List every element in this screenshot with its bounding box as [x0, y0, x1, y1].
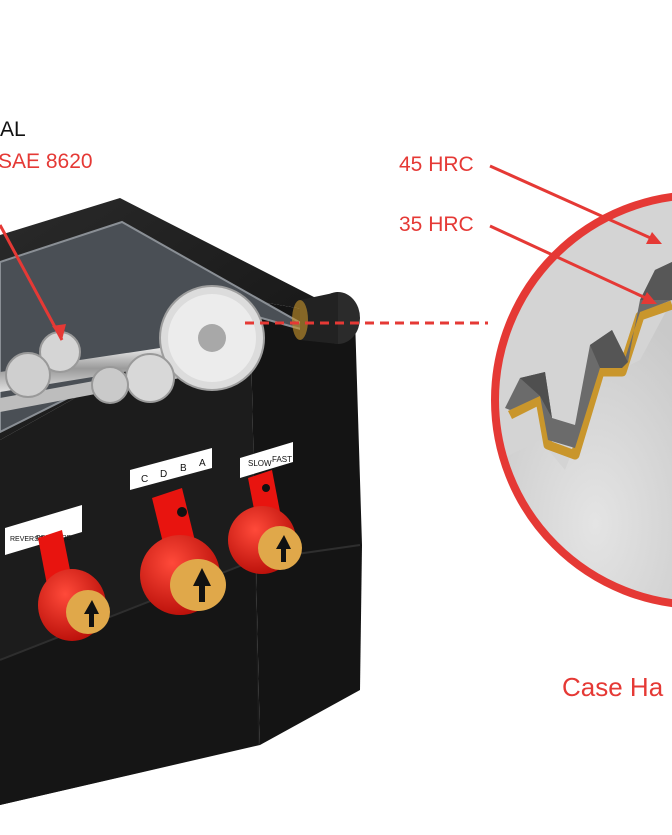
case-hardening-caption: Case Ha [562, 672, 664, 702]
direction-reverse: REVERSE [10, 536, 44, 543]
gearbox-body [0, 198, 362, 805]
arrow-up-icon [84, 600, 99, 627]
range-c: C [141, 474, 148, 485]
range-b: B [180, 463, 187, 474]
material-leader-line [0, 224, 64, 341]
arrow-up-icon [276, 535, 291, 562]
speed-selector-plate: SLOW FAST [240, 442, 293, 478]
surface-hardness-arrow [489, 164, 656, 242]
core-hardness-arrow [489, 224, 651, 302]
range-lever[interactable] [140, 488, 226, 615]
range-selector-plate: C D B A [130, 448, 212, 490]
zoom-detail [491, 192, 672, 608]
arrow-up-icon [193, 568, 211, 602]
internal-gears [0, 285, 360, 412]
range-a: A [199, 458, 206, 469]
range-d: D [160, 469, 167, 480]
speed-fast: FAST [272, 455, 292, 464]
speed-slow: SLOW [248, 459, 272, 468]
material-label: AL [0, 118, 26, 141]
surface-hardness-label: 45 HRC [399, 153, 474, 176]
speed-lever[interactable] [228, 470, 302, 574]
direction-lever[interactable] [38, 530, 110, 641]
steel-grade-label: SAE 8620 [0, 150, 93, 173]
hardness-leaders [489, 164, 662, 304]
core-hardness-label: 35 HRC [399, 213, 474, 236]
leader-lines [0, 224, 488, 341]
